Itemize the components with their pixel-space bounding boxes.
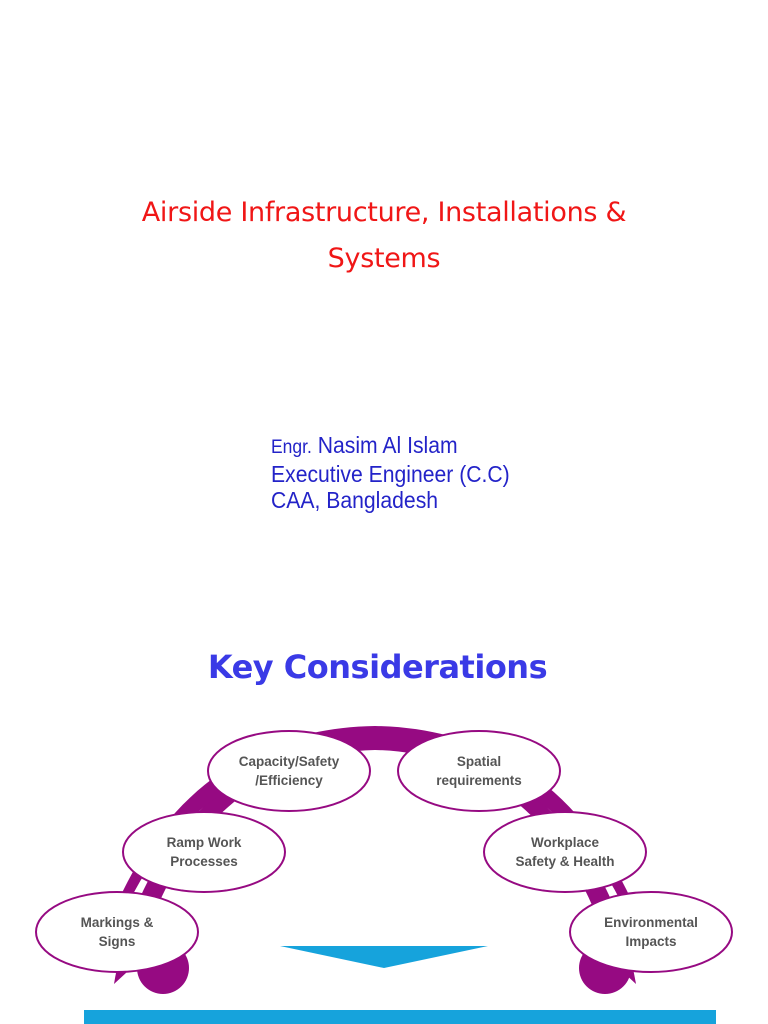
node-workplace	[483, 811, 647, 893]
slide-title-line2: Systems	[327, 243, 441, 274]
node-ramp-work	[122, 811, 286, 893]
node-label-line: Ramp Work	[166, 835, 242, 850]
node-label-line: Safety & Health	[515, 854, 615, 869]
author-name-line: Engr. Nasim Al Islam	[271, 432, 510, 461]
author-org: CAA, Bangladesh	[271, 487, 439, 513]
key-considerations-slide: Key Considerations Markings & Signs Ramp…	[0, 600, 768, 1024]
node-label-line: Signs	[98, 934, 136, 949]
node-markings-signs	[35, 891, 199, 973]
slide-title: Airside Infrastructure, Installations & …	[0, 190, 768, 282]
slide-title-line1: Airside Infrastructure, Installations &	[141, 197, 627, 228]
node-label-line: Workplace	[530, 835, 600, 850]
node-label-line: Impacts	[625, 934, 677, 949]
key-considerations-title: Key Considerations	[207, 648, 548, 686]
node-label-line: Environmental	[604, 915, 698, 930]
title-slide: Airside Infrastructure, Installations & …	[0, 190, 768, 513]
node-label-line: Markings &	[80, 915, 154, 930]
node-label-line: Capacity/Safety	[238, 754, 340, 769]
bottom-bar	[84, 1010, 716, 1024]
considerations-diagram	[35, 726, 733, 994]
down-arrow-icon	[280, 946, 488, 968]
node-label-line: Spatial	[456, 754, 502, 769]
author-role: Executive Engineer (C.C)	[271, 461, 510, 487]
author-block: Engr. Nasim Al Islam Executive Engineer …	[271, 432, 510, 513]
author-name: Nasim Al Islam	[317, 432, 458, 458]
node-label-capacity: Capacity/Safety /Efficiency	[214, 752, 364, 790]
author-prefix: Engr.	[271, 437, 312, 458]
node-environmental	[569, 891, 733, 973]
node-label-spatial: Spatial requirements	[404, 752, 554, 790]
node-label-line: requirements	[436, 773, 522, 788]
node-label-environmental: Environmental Impacts	[576, 913, 726, 951]
node-spatial	[397, 730, 561, 812]
node-label-workplace: Workplace Safety & Health	[490, 833, 640, 871]
node-label-line: Processes	[170, 854, 238, 869]
node-capacity	[207, 730, 371, 812]
node-label-line: /Efficiency	[255, 773, 323, 788]
node-label-ramp-work: Ramp Work Processes	[129, 833, 279, 871]
node-label-markings-signs: Markings & Signs	[42, 913, 192, 951]
